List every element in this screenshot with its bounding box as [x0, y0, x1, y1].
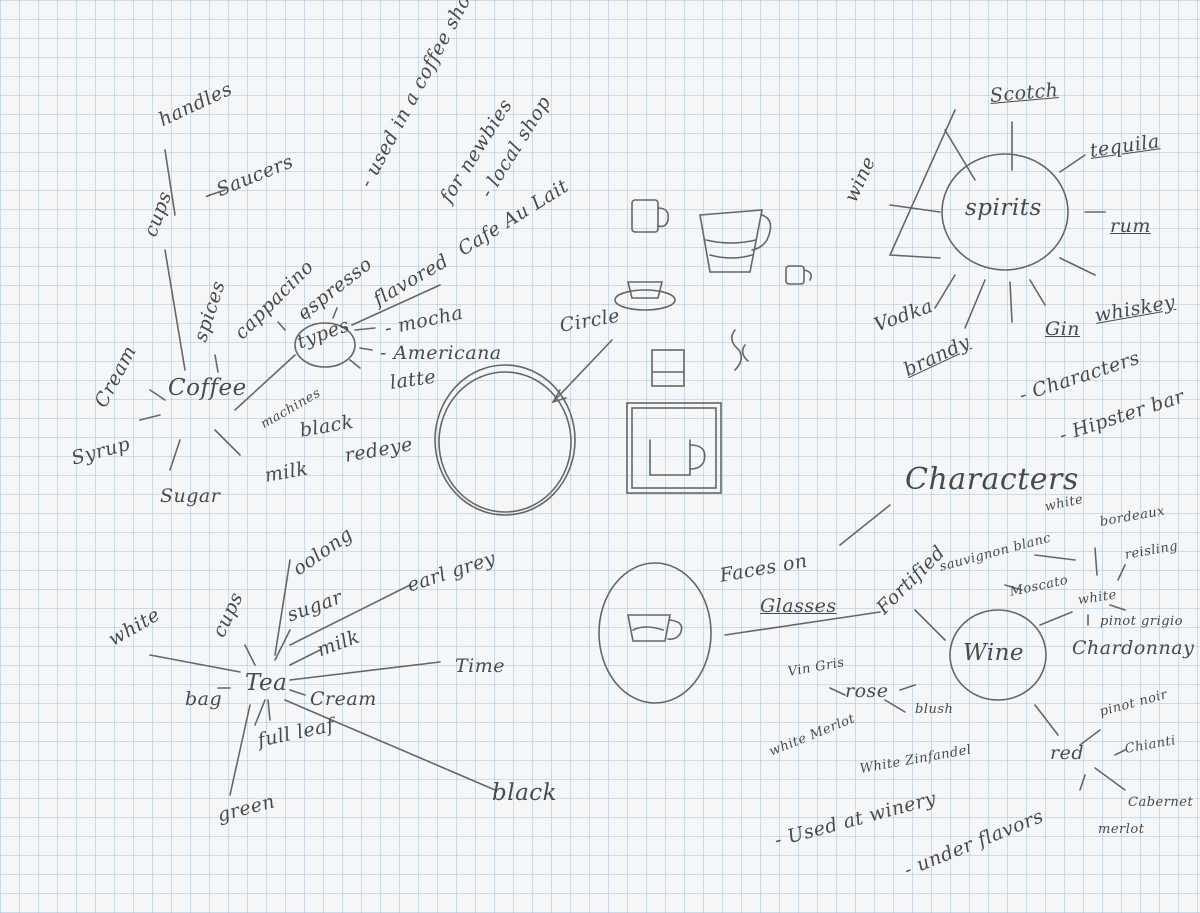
circle-sketch — [434, 364, 576, 516]
wine-center: Wine — [963, 640, 1025, 666]
spirits-branch-lines — [888, 109, 1106, 329]
wine-word: rose — [845, 680, 889, 702]
tea-branch-lines — [149, 559, 496, 796]
wine-word: blush — [915, 702, 954, 717]
wine-word: Characters — [905, 462, 1079, 497]
wine-word: Chardonnay — [1072, 637, 1195, 659]
spirits-circle — [941, 153, 1069, 271]
wine-word: red — [1050, 742, 1084, 764]
wine-branch-lines — [724, 504, 1126, 791]
wine-word: merlot — [1098, 822, 1145, 837]
tea-center: Tea — [245, 670, 288, 696]
tea-word: Cream — [310, 688, 377, 710]
spirits-word: Gin — [1045, 318, 1080, 340]
mug-sketches — [598, 199, 812, 704]
wine-word: pinot grigio — [1100, 614, 1184, 629]
coffee-center: Coffee — [168, 375, 247, 401]
types-circle — [294, 322, 356, 368]
wine-circle — [949, 609, 1047, 701]
wine-word: Cabernet — [1128, 795, 1194, 810]
spirits-word: rum — [1110, 215, 1151, 237]
coffee-word: Sugar — [160, 485, 221, 507]
tea-word: black — [492, 780, 558, 806]
wine-word: Glasses — [760, 595, 837, 617]
tea-word: bag — [185, 688, 223, 710]
coffee-word: - Americana — [380, 342, 502, 364]
coffee-branch-lines — [139, 149, 441, 471]
spirits-center: spirits — [965, 195, 1042, 221]
tea-word: Time — [455, 655, 506, 677]
